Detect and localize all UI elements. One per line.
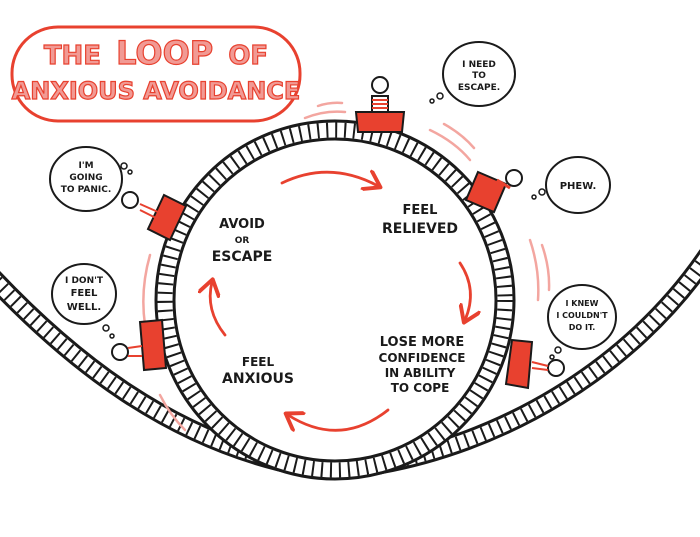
cart-top <box>354 76 406 133</box>
svg-text:DO IT.: DO IT. <box>569 323 595 332</box>
bubble-knew: I KNEW I COULDN'T DO IT. <box>547 284 617 360</box>
bubble-phew: PHEW. <box>531 156 611 214</box>
svg-text:I COULDN'T: I COULDN'T <box>556 311 608 320</box>
svg-text:PHEW.: PHEW. <box>560 181 597 192</box>
svg-text:GOING: GOING <box>69 173 102 183</box>
arrow-anxious-to-avoid <box>210 282 227 337</box>
arrow-confidence-to-anxious <box>288 408 390 430</box>
title-word-of: OF <box>228 41 268 71</box>
label-feel-relieved: FEEL RELIEVED <box>382 203 458 237</box>
svg-text:IN ABILITY: IN ABILITY <box>385 366 456 380</box>
svg-text:FEEL: FEEL <box>71 288 98 299</box>
svg-text:I NEED: I NEED <box>462 60 496 70</box>
svg-text:WELL.: WELL. <box>67 302 101 313</box>
cycle-arrows <box>210 172 470 430</box>
svg-text:I KNEW: I KNEW <box>566 299 599 308</box>
svg-text:LOSE MORE: LOSE MORE <box>380 335 465 350</box>
cart-right-upper <box>464 169 523 214</box>
svg-text:ESCAPE.: ESCAPE. <box>458 83 500 93</box>
cart-left-upper <box>121 191 188 242</box>
label-lose-confidence: LOSE MORE CONFIDENCE IN ABILITY TO COPE <box>379 335 466 395</box>
svg-text:OR: OR <box>235 236 250 246</box>
svg-text:TO COPE: TO COPE <box>391 381 450 395</box>
bubble-unwell: I DON'T FEEL WELL. <box>51 263 117 339</box>
title-box: THE LOOP OF ANXIOUS AVOIDANCE <box>10 25 302 123</box>
svg-text:FEEL: FEEL <box>242 355 275 369</box>
loop-track <box>154 119 516 481</box>
svg-text:ESCAPE: ESCAPE <box>212 249 273 265</box>
title-word-the: THE <box>44 41 101 71</box>
svg-text:RELIEVED: RELIEVED <box>382 221 458 237</box>
bubble-escape: I NEED TO ESCAPE. <box>429 41 516 107</box>
svg-text:I DON'T: I DON'T <box>65 276 104 286</box>
cart-right-lower <box>504 338 565 390</box>
title-word-loop: LOOP <box>116 34 213 72</box>
svg-text:ANXIOUS: ANXIOUS <box>222 371 294 387</box>
svg-text:TO: TO <box>472 71 486 81</box>
arrow-avoid-to-relieved <box>280 172 378 186</box>
svg-text:TO PANIC.: TO PANIC. <box>61 185 112 195</box>
svg-text:I'M: I'M <box>78 161 93 171</box>
arrow-relieved-to-confidence <box>460 261 470 320</box>
cart-left-lower <box>111 318 168 372</box>
label-avoid-or-escape: AVOID OR ESCAPE <box>212 217 273 265</box>
svg-text:FEEL: FEEL <box>403 203 438 218</box>
motion-lines <box>142 101 551 432</box>
svg-text:CONFIDENCE: CONFIDENCE <box>379 351 466 365</box>
label-feel-anxious: FEEL ANXIOUS <box>222 355 294 387</box>
bubble-panic: I'M GOING TO PANIC. <box>49 146 133 212</box>
svg-text:AVOID: AVOID <box>219 217 265 232</box>
svg-text:THE LOOP OF: THE LOOP OF <box>44 34 268 72</box>
title-line2: ANXIOUS AVOIDANCE <box>12 77 301 105</box>
